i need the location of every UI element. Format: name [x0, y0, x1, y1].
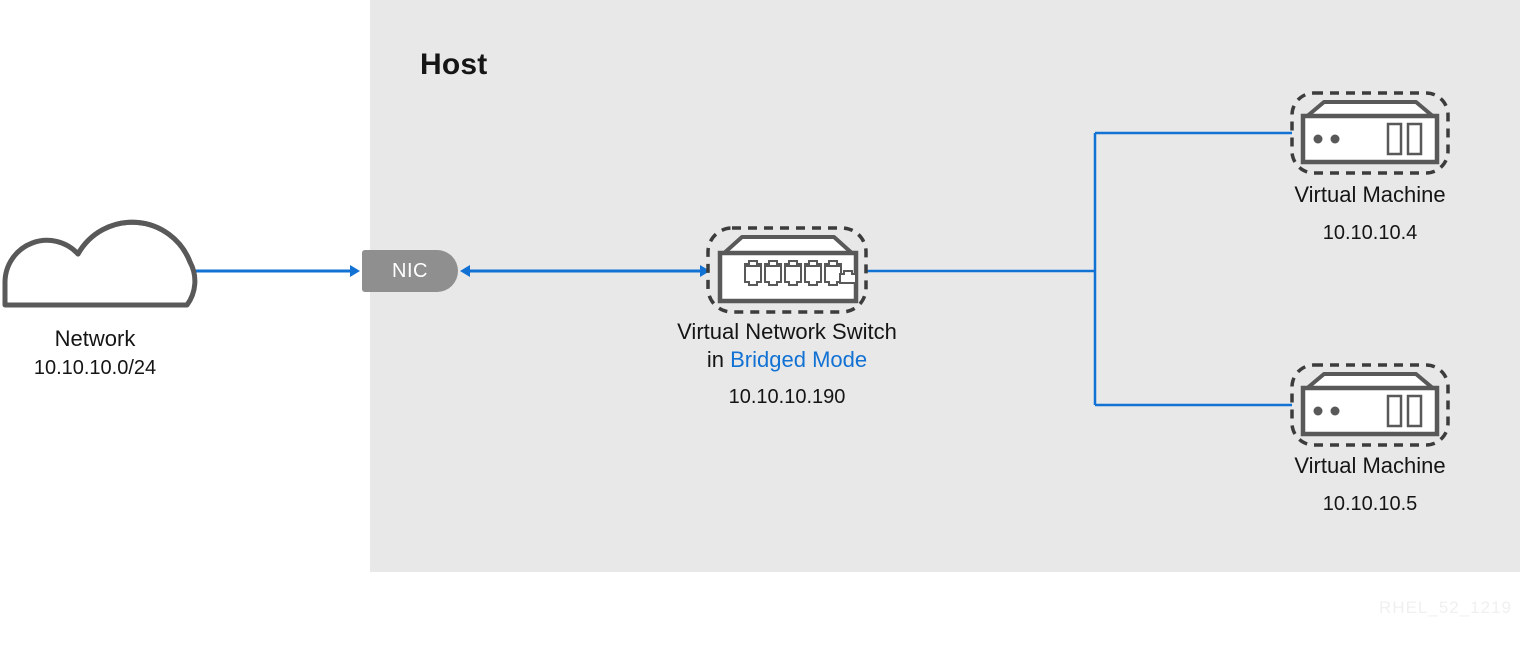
switch-label-line2: in Bridged Mode	[637, 346, 937, 374]
switch-address: 10.10.10.190	[728, 386, 846, 408]
switch-label-line1: Virtual Network Switch	[677, 319, 897, 344]
switch-label-prefix: in	[706, 347, 731, 372]
vm2-label-block: Virtual Machine 10.10.10.5	[1250, 452, 1490, 519]
nic-node[interactable]: NIC	[362, 250, 458, 292]
nic-label: NIC	[392, 259, 428, 282]
vm1-label: Virtual Machine	[1294, 182, 1446, 207]
switch-mode-label: Bridged Mode	[730, 347, 868, 372]
network-label: Network	[54, 326, 136, 351]
host-title: Host	[420, 48, 488, 81]
switch-label-block: Virtual Network Switch in Bridged Mode 1…	[637, 318, 937, 412]
vm2-label: Virtual Machine	[1294, 453, 1446, 478]
network-address: 10.10.10.0/24	[33, 357, 157, 379]
network-label-block: Network 10.10.10.0/24	[0, 325, 190, 383]
vm1-address: 10.10.10.4	[1322, 222, 1418, 244]
cloud-icon	[2, 219, 198, 308]
watermark: RHEL_52_1219	[1379, 598, 1512, 617]
vm2-address: 10.10.10.5	[1322, 493, 1418, 515]
vm1-label-block: Virtual Machine 10.10.10.4	[1250, 181, 1490, 248]
